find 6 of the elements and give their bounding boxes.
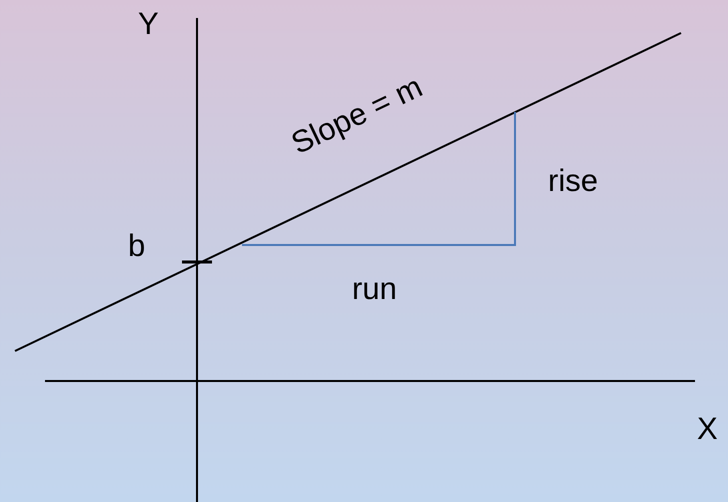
slope-label: Slope = m — [286, 70, 427, 159]
axis-label: Y — [138, 8, 159, 39]
rise-label: rise — [548, 165, 598, 196]
intercept-label: b — [128, 230, 146, 261]
axis-label: X — [697, 413, 718, 444]
run-label: run — [352, 273, 397, 304]
